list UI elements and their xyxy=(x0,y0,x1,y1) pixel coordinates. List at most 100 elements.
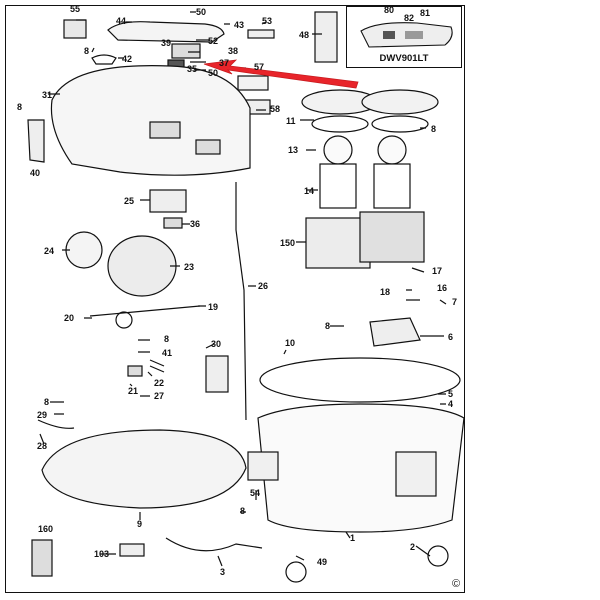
label-41: 41 xyxy=(162,348,173,358)
label-8-g: 8 xyxy=(240,506,246,516)
part-19-brush xyxy=(89,305,201,317)
part-9-base xyxy=(41,429,247,509)
label-18: 18 xyxy=(380,287,391,297)
model-variant-inset: DWV901LT xyxy=(346,6,462,68)
part-44-handle xyxy=(107,21,225,43)
label-29: 29 xyxy=(37,410,48,420)
label-5: 5 xyxy=(448,389,454,399)
part-42-clip xyxy=(91,54,117,65)
part-21-part xyxy=(127,365,143,377)
label-49: 49 xyxy=(317,557,328,567)
label-80: 80 xyxy=(384,5,395,15)
label-44: 44 xyxy=(116,16,127,26)
label-28: 28 xyxy=(37,441,48,451)
label-8-b: 8 xyxy=(17,102,23,112)
part-31-motor-head xyxy=(50,65,251,176)
part-23-motor xyxy=(107,235,177,297)
label-57: 57 xyxy=(254,62,265,72)
label-21: 21 xyxy=(128,386,139,396)
label-14: 14 xyxy=(304,186,315,196)
part-57-decal xyxy=(237,75,269,91)
label-160: 160 xyxy=(38,524,54,534)
label-17: 17 xyxy=(432,266,443,276)
label-9: 9 xyxy=(137,519,143,529)
label-58: 58 xyxy=(270,104,281,114)
part-28-cable xyxy=(37,419,75,429)
part-48-card xyxy=(314,11,338,63)
label-20: 20 xyxy=(64,313,75,323)
inset-model-label: DWV901LT xyxy=(379,53,429,64)
label-103: 103 xyxy=(94,549,110,559)
label-42: 42 xyxy=(122,54,133,64)
part-54-panel xyxy=(247,451,279,481)
label-43: 43 xyxy=(234,20,245,30)
part-26-harness xyxy=(235,182,247,421)
part-22-spring xyxy=(149,359,165,373)
part-40-latch xyxy=(27,119,45,163)
part-55-sheet xyxy=(63,19,87,39)
label-31: 31 xyxy=(42,90,53,100)
part-49-caster xyxy=(285,561,307,583)
part-10-seal xyxy=(259,357,461,403)
label-81: 81 xyxy=(420,8,431,18)
part-1-tank xyxy=(257,403,465,533)
part-38-switch xyxy=(171,43,201,59)
part-13-disc xyxy=(323,135,353,165)
label-50-mid: 50 xyxy=(208,68,219,78)
label-8-a: 8 xyxy=(84,46,90,56)
part-3-hose xyxy=(165,537,263,552)
label-1: 1 xyxy=(350,533,356,543)
part-36-block xyxy=(163,217,183,229)
label-25: 25 xyxy=(124,196,135,206)
label-52: 52 xyxy=(208,36,219,46)
diagram-frame xyxy=(5,5,465,593)
part-6-port xyxy=(369,317,421,347)
part-30-bracket xyxy=(205,355,229,393)
label-16: 16 xyxy=(437,283,448,293)
label-150: 150 xyxy=(280,238,296,248)
part-53-label xyxy=(247,29,275,39)
label-37: 37 xyxy=(219,58,230,68)
label-40: 40 xyxy=(30,168,41,178)
part-14-cage xyxy=(319,163,357,209)
label-26: 26 xyxy=(258,281,269,291)
part-150-filter xyxy=(305,217,371,269)
label-30: 30 xyxy=(211,339,222,349)
part-25-pcb xyxy=(149,189,187,213)
label-54: 54 xyxy=(250,488,261,498)
label-8-d: 8 xyxy=(325,321,331,331)
label-53: 53 xyxy=(262,16,273,26)
label-8-c: 8 xyxy=(431,124,437,134)
label-13: 13 xyxy=(288,145,299,155)
label-19: 19 xyxy=(208,302,219,312)
part-160-module xyxy=(31,539,53,577)
label-11: 11 xyxy=(286,116,296,126)
part-24-fan-cover xyxy=(65,231,103,269)
label-3: 3 xyxy=(220,567,226,577)
label-22: 22 xyxy=(154,378,165,388)
label-27: 27 xyxy=(154,391,165,401)
part-2-caster xyxy=(427,545,449,567)
label-36: 36 xyxy=(190,219,201,229)
inset-handle-artwork xyxy=(360,22,453,48)
label-82: 82 xyxy=(404,13,415,23)
label-50-top: 50 xyxy=(196,7,207,17)
label-38: 38 xyxy=(228,46,239,56)
label-55: 55 xyxy=(70,4,81,14)
callout-arrow xyxy=(203,59,359,89)
label-8-e: 8 xyxy=(164,334,170,344)
label-2: 2 xyxy=(410,542,416,552)
part-103-nozzle xyxy=(119,543,145,557)
label-39: 39 xyxy=(161,38,172,48)
label-4: 4 xyxy=(448,399,454,409)
label-48: 48 xyxy=(299,30,310,40)
label-35: 35 xyxy=(187,64,198,74)
copyright-mark: © xyxy=(452,578,461,590)
label-8-f: 8 xyxy=(44,397,50,407)
label-24: 24 xyxy=(44,246,55,256)
label-10: 10 xyxy=(285,338,296,348)
label-23: 23 xyxy=(184,262,195,272)
label-7: 7 xyxy=(452,297,458,307)
